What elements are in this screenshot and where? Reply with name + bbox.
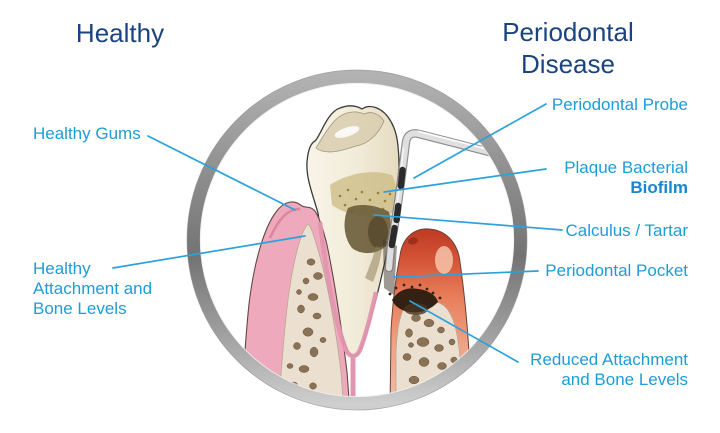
metal-ring xyxy=(186,69,528,411)
illustration-clip-group xyxy=(200,83,514,397)
disease-title-line2: Disease xyxy=(521,49,615,79)
periodontal-ligament xyxy=(317,221,379,359)
healthy-title: Healthy xyxy=(75,18,165,48)
healthy-gums-label: Healthy Gums xyxy=(33,124,141,143)
reduced-label-line2: and Bone Levels xyxy=(561,370,688,389)
leader-periodontal-pocket xyxy=(393,270,539,278)
leader-healthy-attachment xyxy=(112,235,306,269)
leader-reduced-attachment xyxy=(409,300,519,363)
gum-highlight xyxy=(435,246,453,274)
healthy-attachment-label: Healthy Attachment and Bone Levels xyxy=(33,259,152,319)
gum-inflammation-spot xyxy=(408,237,418,245)
calculus-tartar-label: Calculus / Tartar xyxy=(565,221,688,240)
leader-periodontal-probe xyxy=(413,103,547,179)
disease-title-line1: Periodontal xyxy=(502,17,634,47)
occlusal-highlight xyxy=(334,126,360,138)
leader-calculus-tartar xyxy=(373,214,563,231)
gum-crest-shade xyxy=(268,207,301,239)
reduced-attachment-label: Reduced Attachment and Bone Levels xyxy=(530,350,688,390)
erosion-speckles xyxy=(388,283,442,300)
periodontal-probe-label: Periodontal Probe xyxy=(551,95,688,114)
disease-title: Periodontal Disease xyxy=(448,16,688,80)
leader-lines xyxy=(112,103,563,363)
healthy-attachment-line2: Attachment and xyxy=(33,279,153,298)
root-stain xyxy=(365,246,382,282)
healthy-gum-left xyxy=(241,201,379,397)
plaque-label-line1: Plaque Bacterial xyxy=(564,158,688,177)
leader-healthy-gums xyxy=(147,135,296,211)
leader-plaque-biofilm xyxy=(383,168,547,193)
healthy-bone xyxy=(278,223,345,397)
plaque-biofilm-label: Plaque Bacterial Biofilm xyxy=(564,158,688,198)
erosion-core xyxy=(404,303,428,315)
periodontal-pocket-label: Periodontal Pocket xyxy=(545,261,688,280)
plaque-band xyxy=(330,172,397,217)
reduced-label-line1: Reduced Attachment xyxy=(530,350,688,369)
healthy-attachment-line3: Bone Levels xyxy=(33,299,127,318)
plaque-label-line2: Biofilm xyxy=(630,178,688,197)
healthy-attachment-line1: Healthy xyxy=(33,259,91,278)
tooth xyxy=(306,105,400,357)
